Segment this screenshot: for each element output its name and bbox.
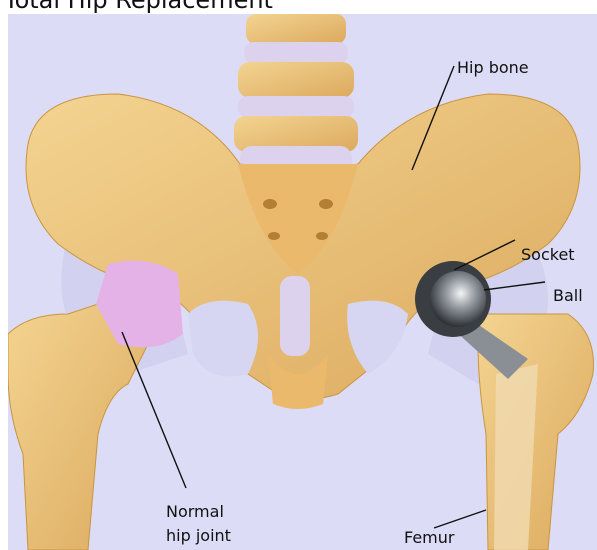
leader-femur [434,510,486,528]
pubic-symphysis [280,276,310,356]
obturator-foramen-left [188,301,258,377]
disc-2 [238,96,354,118]
anatomy-artwork: Hip bone Socket Ball Normal hip joint Fe… [8,14,597,550]
vertebra-1 [246,14,346,44]
sacral-foramen [268,232,280,240]
label-normal-hip-joint: Normal hip joint [166,500,231,548]
pelvis-svg [8,14,597,550]
label-normal-hip-joint-line1: Normal [166,500,231,524]
ball-head [430,271,486,327]
label-hip-bone: Hip bone [457,58,529,78]
sacral-foramen [319,199,333,209]
label-socket: Socket [521,245,575,265]
vertebra-2 [238,62,354,98]
lumbar-spine [234,14,358,172]
disc-1 [244,42,348,64]
sacral-foramen [263,199,277,209]
label-ball: Ball [553,286,583,306]
diagram-title: Total Hip Replacement [4,0,273,14]
label-normal-hip-joint-line2: hip joint [166,524,231,548]
sacral-foramen [316,232,328,240]
label-femur: Femur [404,528,454,548]
